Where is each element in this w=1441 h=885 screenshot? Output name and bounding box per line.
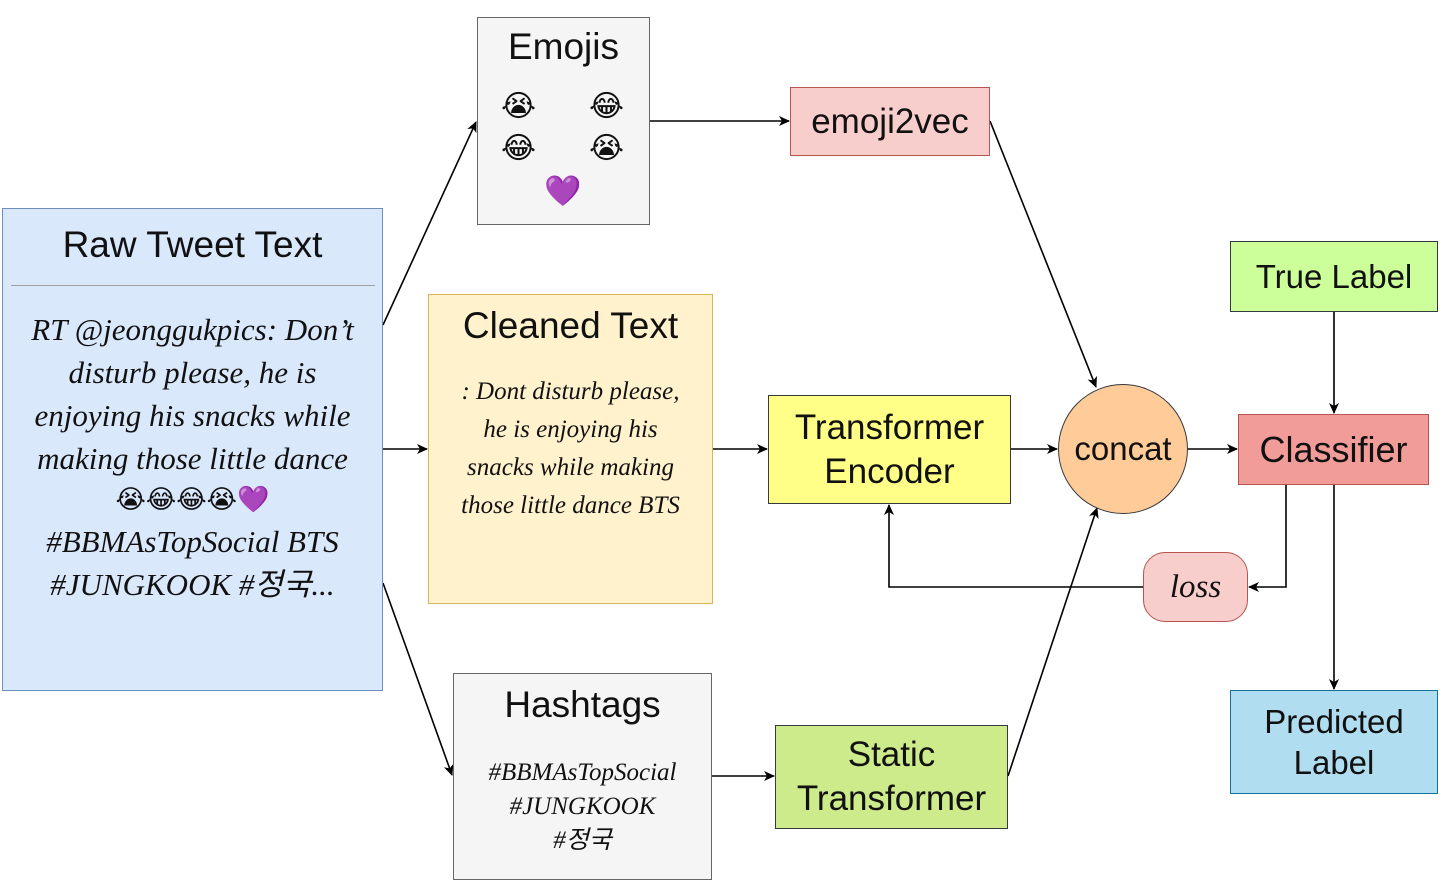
raw-tweet-line: enjoying his snacks while: [34, 398, 351, 433]
hashtag-line: #BBMAsTopSocial: [488, 759, 677, 786]
static-transformer-node: Static Transformer: [775, 725, 1008, 829]
emojis-box: Emojis 😭 😂 😂 😭 💜: [477, 17, 650, 225]
raw-tweet-line: RT @jeonggukpics: Don’t: [31, 312, 354, 347]
hashtags-body: #BBMAsTopSocial #JUNGKOOK #정국: [489, 756, 677, 858]
predicted-label-node: Predicted Label: [1230, 690, 1438, 794]
true-label-node: True Label: [1230, 241, 1438, 312]
predicted-label-text: Label: [1293, 744, 1375, 781]
raw-tweet-emojis: 😭😂😂😭💜: [115, 485, 270, 515]
arrow-classifier-to-loss: [1248, 485, 1287, 592]
cleaned-text-title: Cleaned Text: [462, 305, 679, 346]
transformer-encoder-node: Transformer Encoder: [768, 395, 1011, 504]
cleaned-text-line: those little dance BTS: [461, 492, 680, 519]
loudly-crying-emoji-icon: 😭: [501, 89, 537, 124]
purple-heart-emoji-icon: 💜: [544, 174, 582, 209]
cleaned-text-body: : Dont disturb please, he is enjoying hi…: [447, 373, 694, 525]
hashtag-line: #정국: [553, 827, 612, 854]
arrow-raw-to-emojis: [382, 121, 477, 326]
hashtags-title: Hashtags: [504, 684, 661, 725]
static-transformer-label: Transformer: [796, 779, 987, 818]
hashtags-box: Hashtags #BBMAsTopSocial #JUNGKOOK #정국: [453, 673, 712, 880]
transformer-encoder-label: Encoder: [824, 451, 955, 491]
tears-of-joy-emoji-icon: 😂: [589, 89, 625, 124]
cleaned-text-line: he is enjoying his: [483, 416, 658, 443]
static-transformer-label: Static: [847, 735, 936, 774]
cleaned-text-line: : Dont disturb please,: [461, 378, 680, 405]
arrow-raw-to-hashtags: [382, 582, 454, 776]
concat-node: concat: [1058, 384, 1188, 514]
arrow-emoji2vec-to-concat: [989, 120, 1097, 388]
cleaned-text-box: Cleaned Text : Dont disturb please, he i…: [428, 294, 713, 604]
raw-tweet-line: #JUNGKOOK #정국...: [50, 567, 335, 602]
loudly-crying-emoji-icon: 😭: [589, 131, 625, 166]
predicted-label-text: Predicted: [1264, 703, 1404, 740]
classifier-node: Classifier: [1238, 414, 1429, 485]
arrow-static-to-concat: [1007, 507, 1099, 777]
tears-of-joy-emoji-icon: 😂: [501, 131, 537, 166]
raw-tweet-line: making those little dance: [37, 441, 348, 476]
hashtag-line: #JUNGKOOK: [509, 793, 656, 820]
raw-tweet-line: disturb please, he is: [68, 355, 317, 390]
raw-tweet-body: RT @jeonggukpics: Don’t disturb please, …: [27, 308, 357, 606]
cleaned-text-line: snacks while making: [467, 454, 674, 481]
arrow-loss-to-encoder: [884, 504, 1143, 588]
raw-tweet-title: Raw Tweet Text: [62, 224, 323, 265]
transformer-encoder-label: Transformer: [794, 407, 985, 447]
raw-tweet-divider: [10, 285, 375, 286]
raw-tweet-line: #BBMAsTopSocial BTS: [46, 524, 339, 559]
emojis-title: Emojis: [507, 26, 620, 67]
loss-node: loss: [1143, 552, 1248, 622]
raw-tweet-text-box: Raw Tweet Text RT @jeonggukpics: Don’t d…: [2, 208, 383, 691]
emoji2vec-node: emoji2vec: [790, 87, 990, 156]
